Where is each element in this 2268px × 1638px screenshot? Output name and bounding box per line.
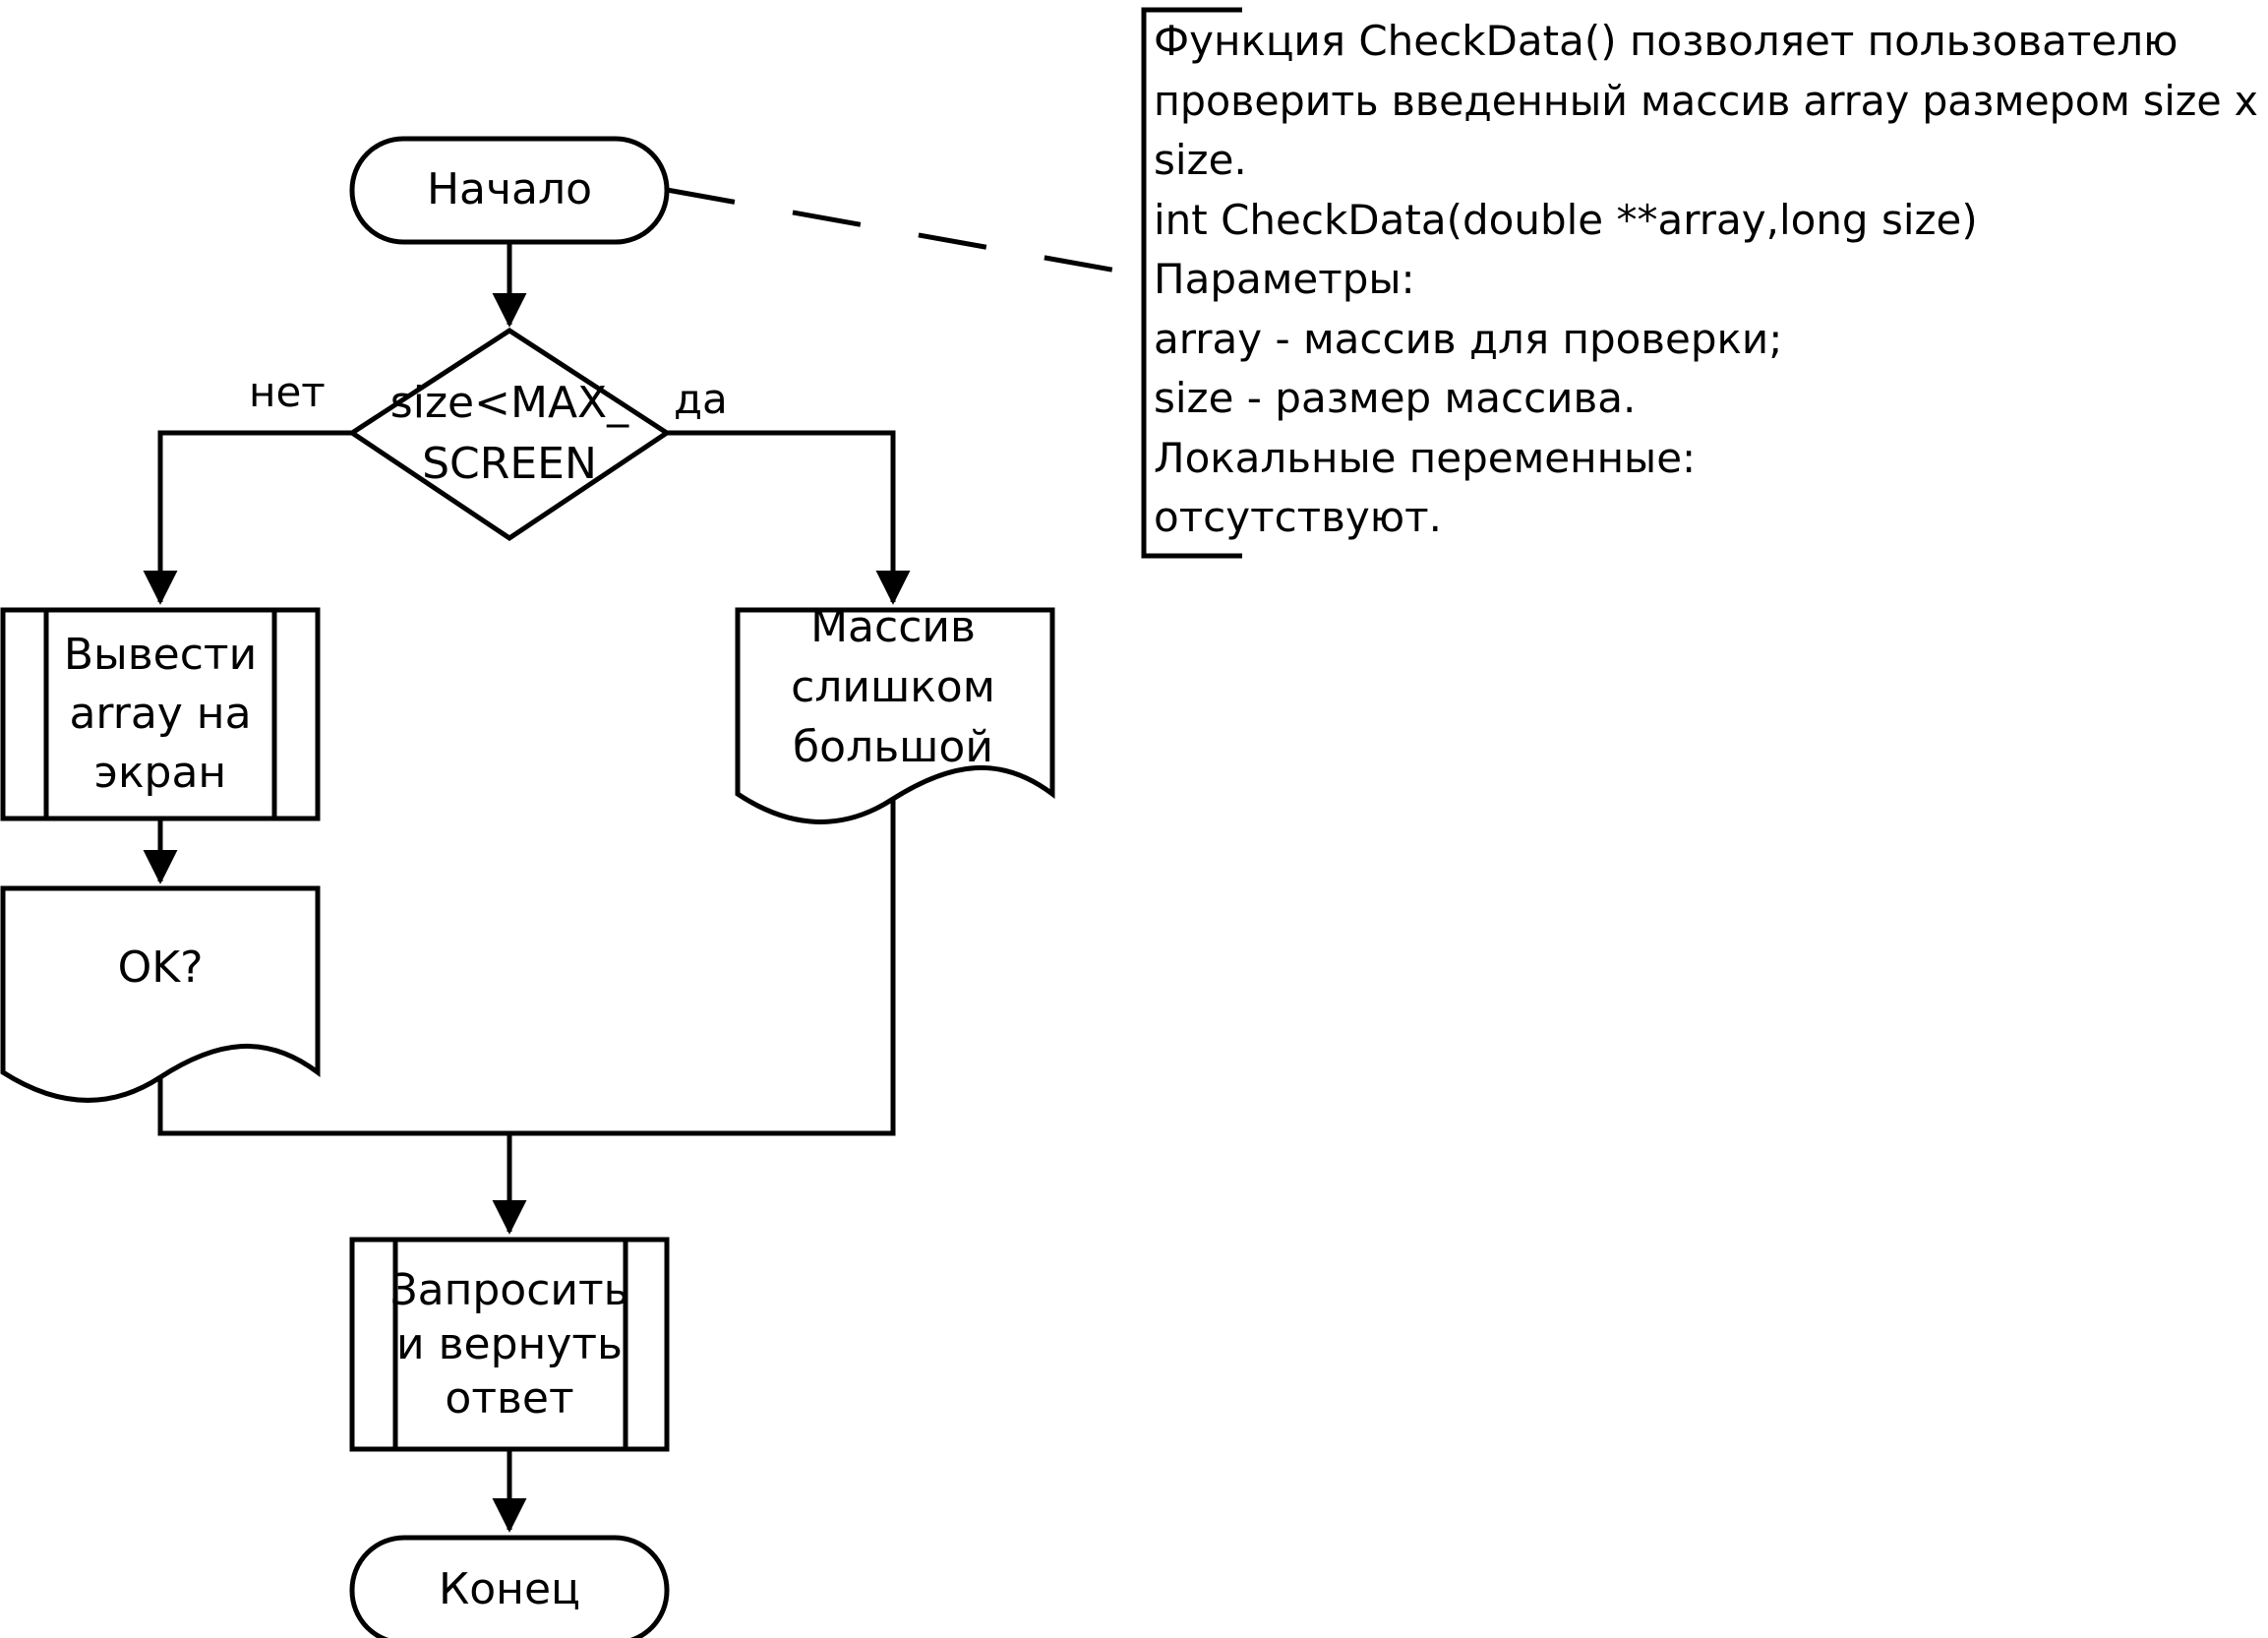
ask-return-line-1: Запросить xyxy=(389,1265,628,1315)
comment-line-6: array - массив для проверки; xyxy=(1154,315,1782,363)
decision-label-line-2: SCREEN xyxy=(422,439,597,489)
print-array-process: Вывести array на экран xyxy=(0,607,321,821)
branch-yes-label: да xyxy=(674,375,728,423)
print-array-line-1: Вывести xyxy=(64,630,257,680)
comment-connector xyxy=(666,187,1145,278)
ask-return-process: Запросить и вернуть ответ xyxy=(349,1237,670,1452)
ask-return-line-3: ответ xyxy=(445,1373,573,1424)
end-terminator: Конец xyxy=(349,1535,670,1638)
comment-line-7: size - размер массива. xyxy=(1154,374,1636,422)
connector-no-branch xyxy=(143,430,352,605)
comment-line-3: size. xyxy=(1154,136,1247,184)
branch-no-label: нет xyxy=(249,368,326,416)
decision-label-line-1: size<MAX_ xyxy=(390,378,629,428)
comment-line-8: Локальные переменные: xyxy=(1154,434,1696,482)
start-terminator: Начало xyxy=(349,136,670,245)
array-too-big-document: Массив слишком большой xyxy=(735,602,1055,824)
ok-label: OK? xyxy=(118,942,204,993)
print-array-line-2: array на xyxy=(69,689,251,739)
size-decision: size<MAX_ SCREEN xyxy=(347,328,672,542)
too-big-line-3: большой xyxy=(793,722,993,772)
ok-document: OK? xyxy=(0,885,321,1103)
comment-bracket xyxy=(1141,7,1242,559)
comment-line-1: Функция CheckData() позволяет пользовате… xyxy=(1154,17,2178,65)
too-big-line-2: слишком xyxy=(791,662,995,712)
connector-merge-right xyxy=(509,799,896,1136)
comment-text: Функция CheckData() позволяет пользовате… xyxy=(1154,17,2258,541)
connector-yes-branch xyxy=(667,430,911,605)
comment-annotation: Функция CheckData() позволяет пользовате… xyxy=(1141,7,2258,559)
comment-line-2: проверить введенный массив array размеро… xyxy=(1154,77,2258,125)
start-label: Начало xyxy=(427,164,592,214)
end-label: Конец xyxy=(439,1564,580,1614)
comment-line-4: int CheckData(double **array,long size) xyxy=(1154,196,1978,244)
comment-line-9: отсутствуют. xyxy=(1154,493,1442,541)
comment-line-5: Параметры: xyxy=(1154,255,1415,303)
print-array-line-3: экран xyxy=(94,748,226,798)
too-big-line-1: Массив xyxy=(810,602,976,652)
ask-return-line-2: и вернуть xyxy=(396,1319,623,1369)
connector-merge-left xyxy=(157,1077,509,1136)
